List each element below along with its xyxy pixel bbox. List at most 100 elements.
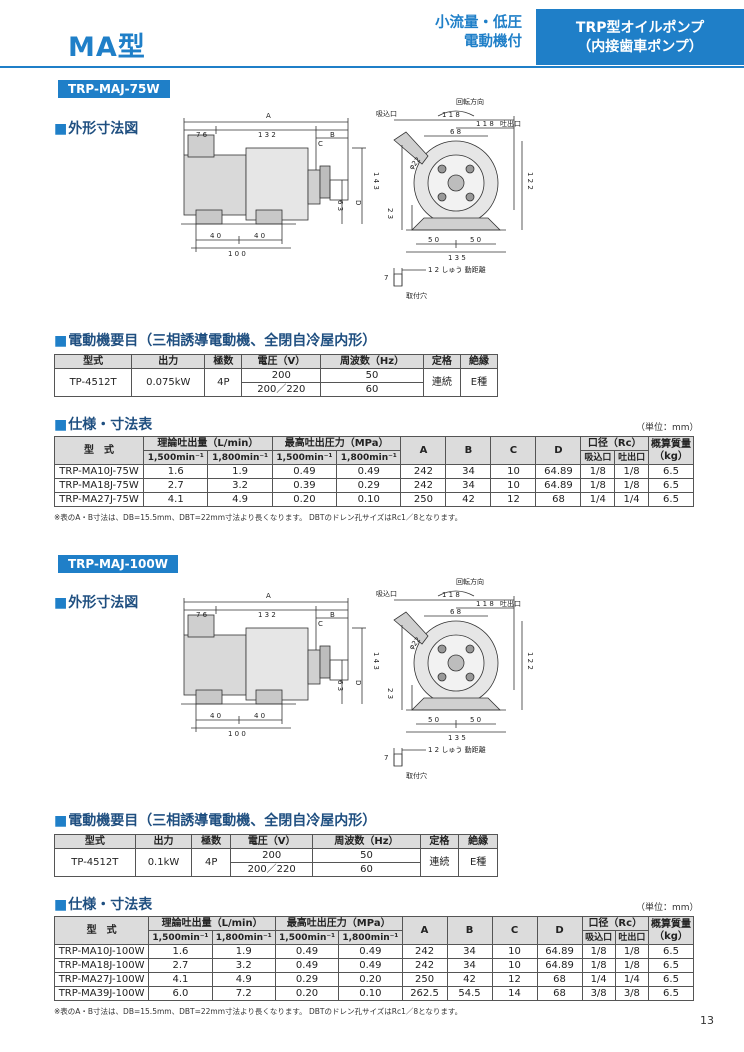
motor-model: TP-4512T [54,848,136,877]
spec-th-flow-1500: 1,500min⁻¹ [143,450,209,465]
spec-th-outlet: 吐出口 [614,450,649,465]
spec-cell: 1.9 [207,464,273,479]
motor-heading-text: 電動機要目（三相誘導電動機、全閉自冷屋内形） [68,813,377,829]
spec-cell: 34 [445,464,492,479]
spec-cell: 0.49 [336,464,402,479]
dim-c: C [318,620,323,628]
motor-th-freq: 周波数（Hz） [320,354,424,369]
dim-40-b: 4 0 [254,712,265,720]
motor-freq-1: 50 [320,368,424,383]
spec-cell: 6.5 [648,986,694,1001]
spec-th-pressure: 最高吐出圧力（MPa） [271,436,402,451]
spec-cell: 10 [491,944,538,959]
outline-heading-100w: ■外形寸法図 [54,595,139,611]
spec-th-d: D [535,436,582,465]
spec-th-outlet: 吐出口 [614,930,650,945]
outline-heading-75w: ■外形寸法図 [54,121,139,137]
dim-c: C [318,140,323,148]
spec-cell: 1/8 [581,958,616,973]
spec-th-model: 型 式 [53,916,150,945]
motor-insulation: E種 [459,368,499,397]
motor-insulation: E種 [458,848,498,877]
label-slide: 1 2 しゅう 動距離 [428,265,486,274]
spec-cell: 262.5 [401,986,448,1001]
motor-rating: 連続 [419,848,460,877]
spec-cell: 2.7 [148,958,213,973]
dim-118-b: 1 1 8 [476,600,494,608]
motor-table-100w: 型式 出力 極数 電圧（V） 周波数（Hz） 定格 絶縁 TP-4512T 0.… [54,834,498,877]
spec-cell: 0.49 [338,958,403,973]
dim-100: 1 0 0 [228,730,246,738]
spec-th-inlet: 吸込口 [581,930,616,945]
spec-cell: 68 [535,492,582,507]
motor-freq-2: 60 [320,382,424,397]
spec-cell: 6.5 [648,492,694,507]
motor-table-75w: 型式 出力 極数 電圧（V） 周波数（Hz） 定格 絶縁 TP-4512T 0.… [53,354,499,397]
spec-cell: 242 [400,464,447,479]
spec-cell: 12 [490,492,537,507]
motor-heading-text: 電動機要目（三相誘導電動機、全閉自冷屋内形） [68,333,377,349]
spec-heading-75w: ■仕様・寸法表 [54,417,153,433]
spec-cell: 242 [400,478,447,493]
spec-cell: 34 [446,958,493,973]
motor-poles: 4P [204,368,243,397]
spec-cell: 0.49 [274,944,340,959]
spec-cell: 1/8 [614,958,650,973]
spec-th-flow-1800: 1,800min⁻¹ [211,930,276,945]
spec-cell: 42 [445,492,492,507]
dim-122: 1 2 2 [526,652,534,670]
spec-th-port: 口径（Rc） [580,436,649,451]
motor-poles: 4P [191,848,232,877]
dim-135: 1 3 5 [448,734,466,742]
spec-th-b: B [446,916,493,945]
label-suction: 吸込口 [376,589,397,598]
spec-cell: 0.49 [338,944,403,959]
header-rule [0,66,744,68]
dim-b: B [330,611,335,619]
spec-cell: 68 [536,986,583,1001]
dim-7: 7 [384,754,388,762]
spec-cell: 1/8 [580,478,616,493]
spec-th-port: 口径（Rc） [581,916,650,931]
spec-th-press-1800: 1,800min⁻¹ [338,930,403,945]
motor-freq-1: 50 [312,848,421,863]
spec-cell: 6.5 [648,944,694,959]
spec-cell: 12 [491,972,538,987]
spec-cell: 10 [491,958,538,973]
spec-th-flow-1800: 1,800min⁻¹ [207,450,273,465]
spec-cell: 242 [401,958,448,973]
spec-cell: 0.29 [274,972,340,987]
motor-th-voltage: 電圧（V） [230,834,314,849]
spec-th-press-1500: 1,500min⁻¹ [271,450,338,465]
spec-cell: 4.9 [207,492,273,507]
spec-cell: 7.2 [211,986,276,1001]
spec-cell: 6.5 [648,464,694,479]
spec-th-pressure: 最高吐出圧力（MPa） [274,916,403,931]
dim-40-a: 4 0 [210,712,221,720]
motor-voltage-1: 200 [230,848,314,863]
spec-cell: 64.89 [536,958,583,973]
motor-heading-75w: ■電動機要目（三相誘導電動機、全閉自冷屋内形） [54,333,377,349]
spec-cell: 10 [490,464,537,479]
spec-cell: 0.10 [338,986,403,1001]
spec-cell: 1/4 [581,972,616,987]
spec-th-mass: 概算質量（kg） [648,916,694,945]
spec-cell: 0.49 [274,958,340,973]
dim-23: 2 3 [386,208,394,219]
spec-th-model: 型 式 [53,436,145,465]
dim-118-a: 1 1 8 [442,591,460,599]
motor-th-insulation: 絶縁 [459,354,499,369]
spec-cell: 6.5 [648,478,694,493]
outline-drawing-100w: A 7 6 1 3 2 B C 4 0 4 0 1 0 0 6 3 D 1 4 … [166,577,546,794]
header-category-box: TRP型オイルポンプ （内接歯車ポンプ） [536,9,744,65]
dim-50-a: 5 0 [428,716,439,724]
label-slide: 1 2 しゅう 動距離 [428,745,486,754]
spec-cell: 0.20 [271,492,338,507]
spec-cell: 54.5 [446,986,493,1001]
label-rotation: 回転方向 [456,577,484,586]
spec-cell: 242 [401,944,448,959]
